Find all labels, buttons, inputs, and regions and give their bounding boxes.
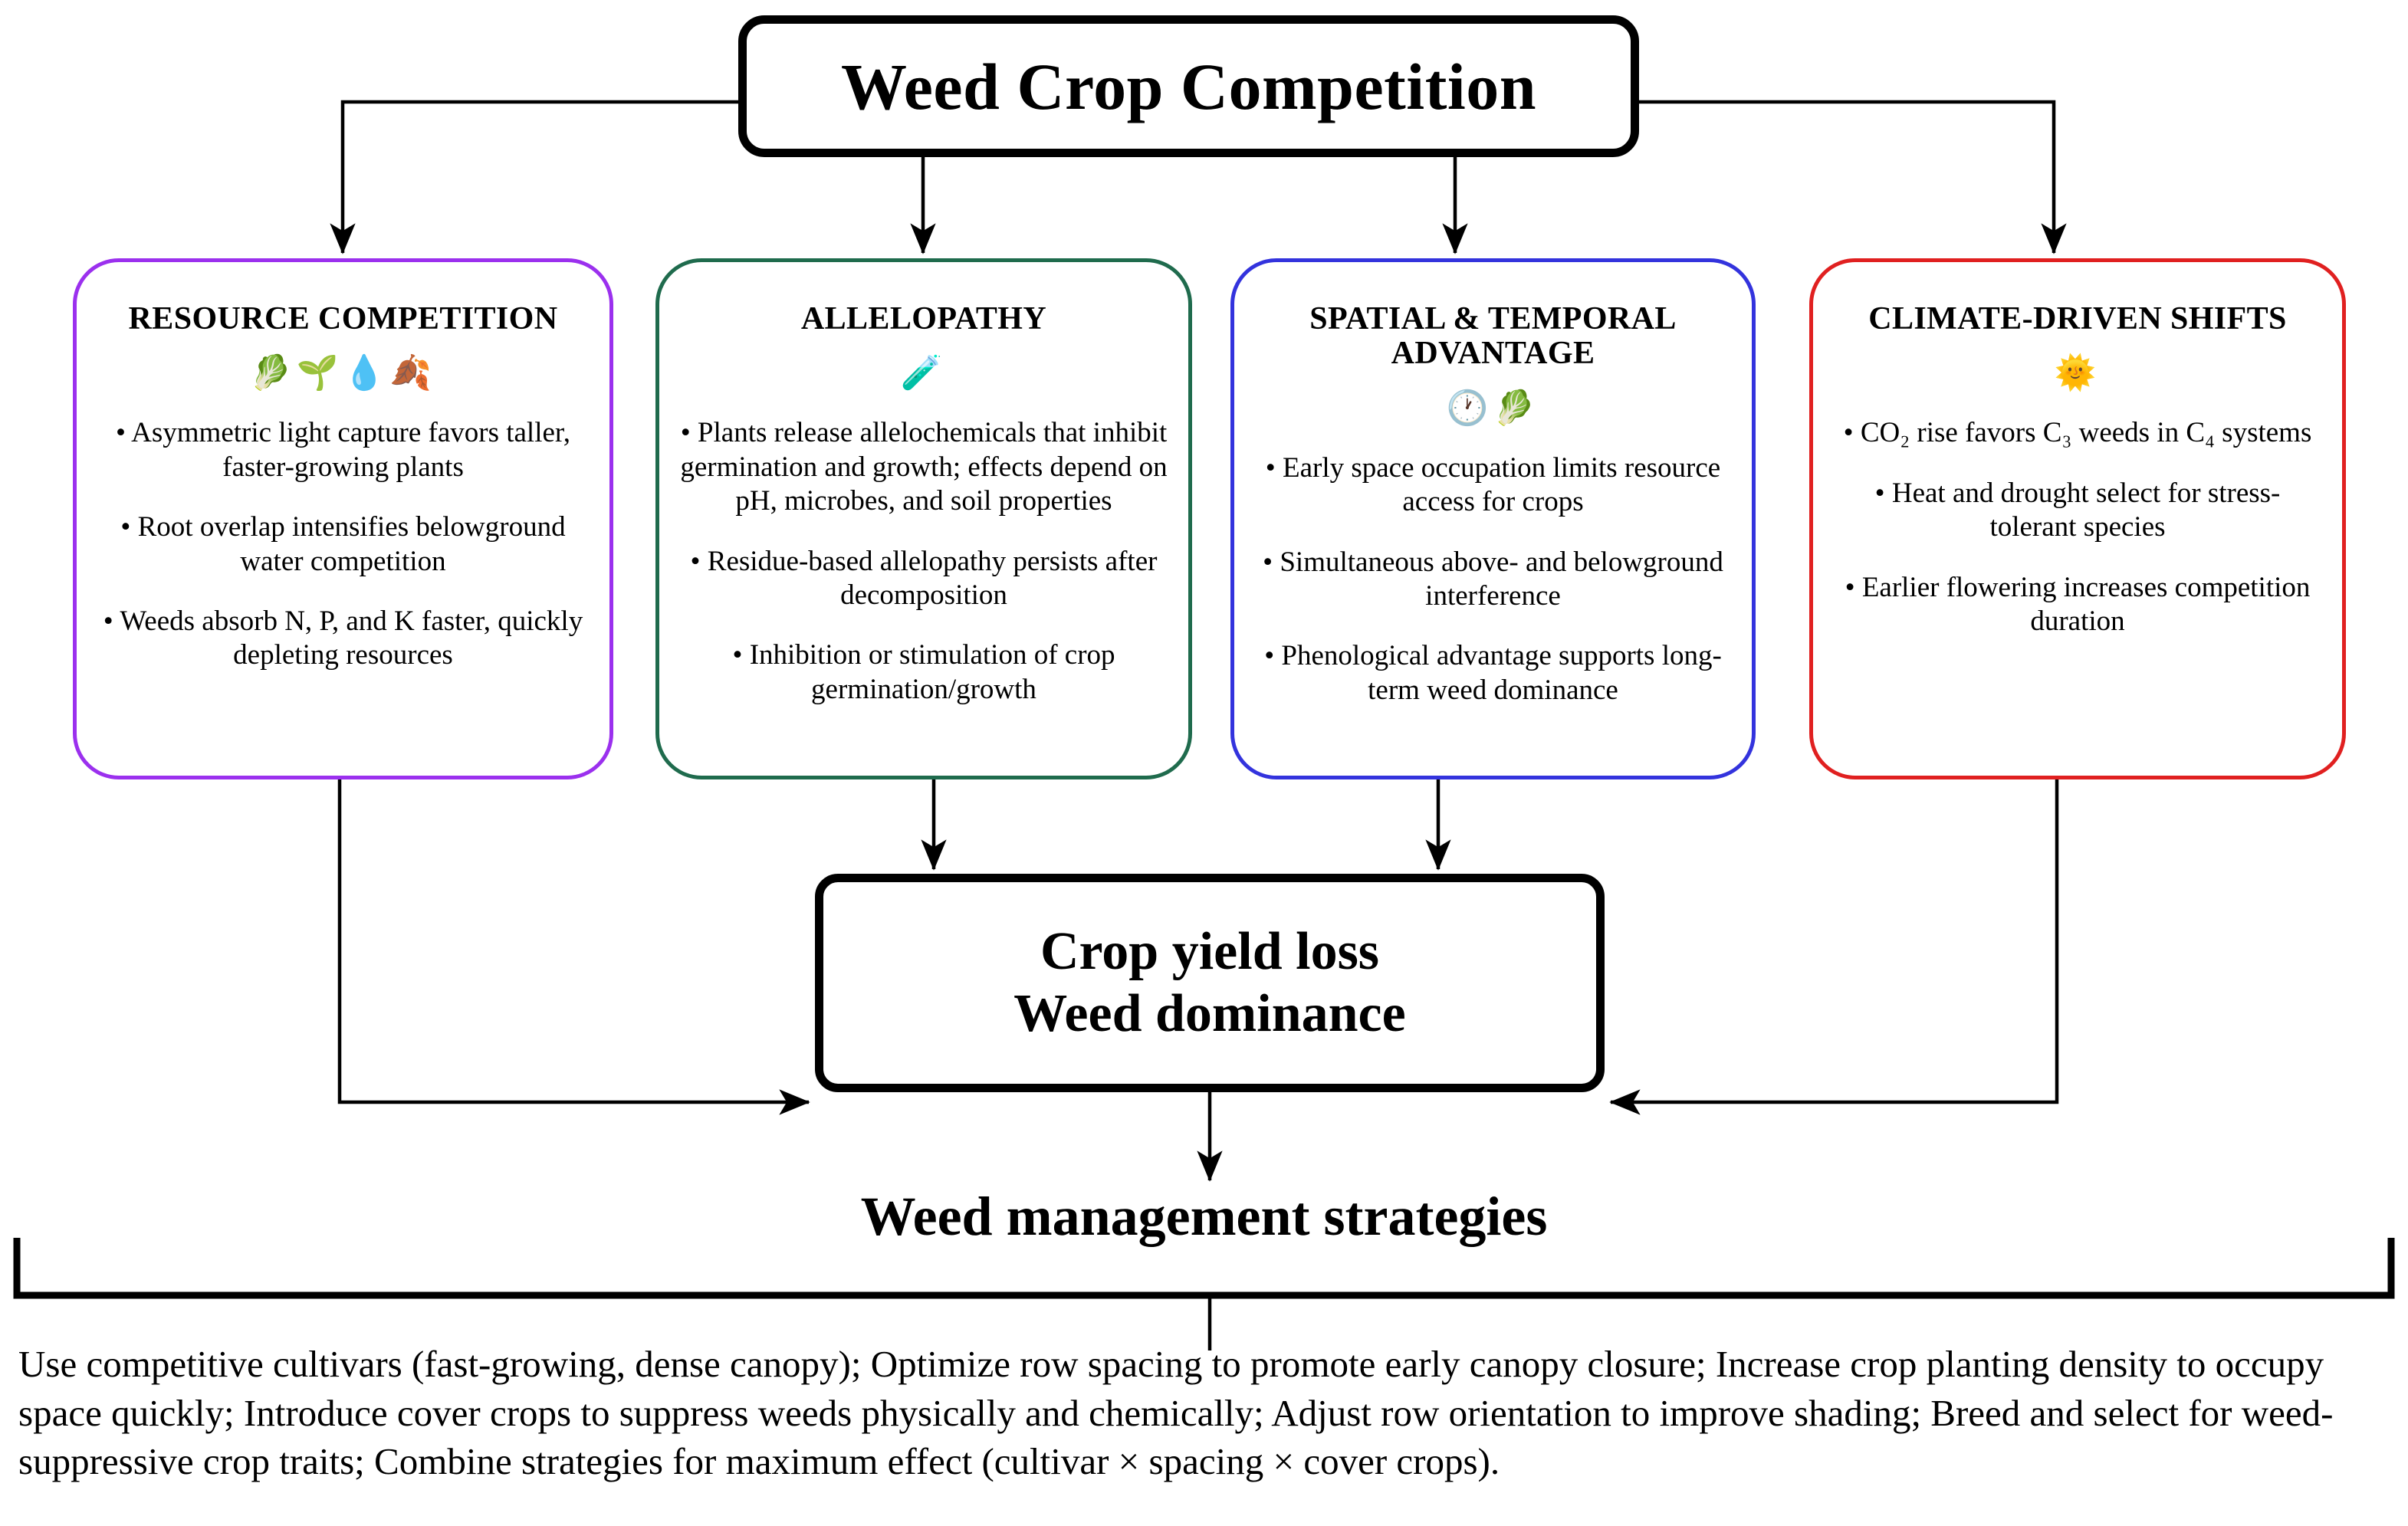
bullet-item: Residue-based allelopathy persists after… (679, 545, 1168, 613)
management-strategies-text: Use competitive cultivars (fast-growing,… (18, 1343, 2334, 1483)
bullet-item: Earlier flowering increases competition … (1833, 571, 2322, 639)
bullet-item: CO₂ rise favors C₃ weeds in C₄ systems (1833, 416, 2322, 450)
page-title: Weed Crop Competition (840, 49, 1537, 123)
category-heading: CLIMATE-DRIVEN SHIFTS (1868, 301, 2287, 336)
management-heading: Weed management strategies (860, 1186, 1548, 1247)
category-card-allelopathy: ALLELOPATHY 🧪 Plants release allelochemi… (655, 258, 1192, 779)
category-heading: RESOURCE COMPETITION (128, 301, 558, 336)
edge-climate-to-outcome (1609, 779, 2059, 1115)
bullet-item: Phenological advantage supports long-ter… (1254, 639, 1732, 707)
title-box: Weed Crop Competition (738, 15, 1639, 157)
outcome-box: Crop yield loss Weed dominance (815, 874, 1605, 1092)
category-bullet-list: Early space occupation limits resource a… (1254, 451, 1732, 707)
category-icon-row: 🥬🌱💧🍂 (249, 353, 437, 393)
category-heading: SPATIAL & TEMPORAL ADVANTAGE (1309, 301, 1677, 372)
bullet-item: Weeds absorb N, P, and K faster, quickly… (97, 605, 590, 673)
bullet-item: Root overlap intensifies belowground wat… (97, 510, 590, 579)
bullet-item: Simultaneous above- and belowground inte… (1254, 546, 1732, 614)
edge-resource-to-outcome (337, 779, 810, 1115)
category-card-climate-driven-shifts: CLIMATE-DRIVEN SHIFTS 🌞 CO₂ rise favors … (1809, 258, 2346, 779)
category-heading: ALLELOPATHY (800, 301, 1047, 336)
outcome-line-1: Crop yield loss (1040, 922, 1380, 981)
category-icon-row: 🧪 (900, 353, 948, 393)
bullet-item: Inhibition or stimulation of crop germin… (679, 638, 1168, 707)
edge-title-to-climate (1639, 100, 2067, 254)
outcome-line-2: Weed dominance (1013, 983, 1406, 1043)
bullet-item: Early space occupation limits resource a… (1254, 451, 1732, 520)
bullet-item: Asymmetric light capture favors taller, … (97, 416, 590, 484)
category-bullet-list: Plants release allelochemicals that inhi… (679, 416, 1168, 707)
category-bullet-list: Asymmetric light capture favors taller, … (97, 416, 590, 672)
bullet-item: Plants release allelochemicals that inhi… (679, 416, 1168, 518)
category-bullet-list: CO₂ rise favors C₃ weeds in C₄ systems H… (1833, 416, 2322, 638)
category-card-resource-competition: RESOURCE COMPETITION 🥬🌱💧🍂 Asymmetric lig… (73, 258, 613, 779)
category-icon-row: 🕐🥬 (1446, 388, 1540, 428)
bullet-item: Heat and drought select for stress-toler… (1833, 477, 2322, 545)
edge-title-to-resource (330, 100, 738, 254)
category-icon-row: 🌞 (2054, 353, 2101, 393)
category-card-spatial-temporal-advantage: SPATIAL & TEMPORAL ADVANTAGE 🕐🥬 Early sp… (1230, 258, 1756, 779)
